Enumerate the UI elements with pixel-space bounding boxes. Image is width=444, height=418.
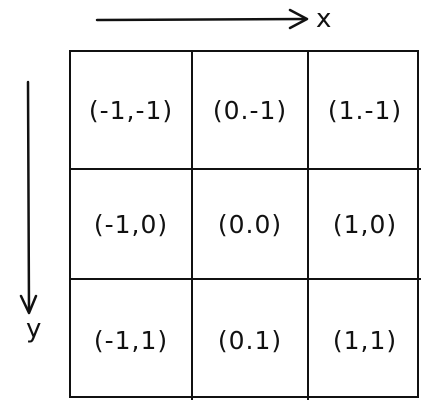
x-axis-arrow bbox=[95, 8, 309, 30]
y-axis-arrow bbox=[19, 80, 38, 315]
grid-cell-r2-c0: (-1,1) bbox=[71, 280, 193, 400]
grid-cell-r2-c2: (1,1) bbox=[332, 325, 398, 355]
grid-cell-r2-c1: (0.1) bbox=[193, 280, 309, 400]
grid-cell-r0-c1: (0.-1) bbox=[193, 52, 309, 170]
grid-cell-r1-c1: (0.0) bbox=[193, 170, 309, 280]
grid-cell-r1-c2: (1,0) bbox=[309, 170, 421, 280]
y-axis-label: y bbox=[26, 314, 42, 344]
x-axis-label: x bbox=[316, 4, 332, 34]
coordinate-grid: (-1,-1) (0.-1) (1.-1) (-1,0) (0.0) (1,0)… bbox=[69, 50, 421, 400]
grid-cell-r0-c0: (-1,-1) bbox=[71, 52, 193, 170]
grid-cell-r1-c0: (-1,0) bbox=[71, 170, 193, 280]
grid-cell-r0-c2: (1.-1) bbox=[309, 52, 421, 170]
